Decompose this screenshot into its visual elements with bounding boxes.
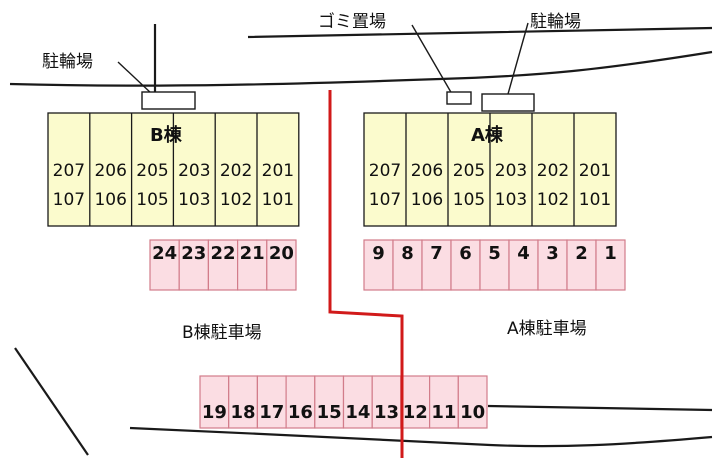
parking-space-number: 18 [231,402,256,423]
unit-number-lower: 105 [453,190,485,210]
parking-space-number: 1 [604,243,617,264]
parking-space-number: 2 [575,243,588,264]
road-bottom-edge [129,426,713,448]
parking-space [508,239,539,291]
parking-space-number: 23 [181,243,206,264]
parking-space-number: 15 [317,402,342,423]
parking-a-label: A棟駐車場 [507,319,587,339]
unit-number-lower: 101 [579,190,611,210]
parking-space [457,375,488,429]
parking-space [314,375,345,429]
leader-bike-left [117,61,153,95]
parking-space-number: 7 [430,243,443,264]
garbage-station [446,91,472,105]
bike-shelter-b [141,91,196,110]
unit-number-upper: 205 [453,161,485,181]
parking-space-number: 13 [374,402,399,423]
parking-space [595,239,626,291]
unit-number-upper: 203 [178,161,210,181]
parking-space [450,239,481,291]
parking-space-number: 5 [488,243,501,264]
unit-number-upper: 207 [369,161,401,181]
unit-number-upper: 201 [579,161,611,181]
unit-number-upper: 203 [495,161,527,181]
parking-space [207,239,239,291]
parking-space [429,375,459,429]
parking-space-number: 17 [259,402,284,423]
road-top-edge [247,26,713,39]
bike-shelter-a [481,93,535,112]
unit-number-lower: 101 [262,190,294,210]
unit-number-lower: 105 [136,190,168,210]
unit-number-lower: 106 [94,190,126,210]
unit-number-upper: 207 [53,161,85,181]
parking-b-label: B棟駐車場 [182,323,262,343]
parking-space-number: 19 [202,402,227,423]
unit-number-lower: 103 [495,190,527,210]
parking-space [421,239,452,291]
parking-space-number: 6 [459,243,472,264]
parking-space [342,375,373,429]
building-b-label: B棟 [150,124,183,146]
road-bottom-right [487,404,713,412]
parking-space-number: 4 [517,243,530,264]
parking-space-number: 8 [401,243,414,264]
parking-space [479,239,510,291]
parking-space [285,375,316,429]
parking-space-number: 16 [288,402,313,423]
unit-number-lower: 102 [220,190,252,210]
unit-number-upper: 206 [411,161,443,181]
parking-space-number: 12 [403,402,428,423]
unit-number-lower: 106 [411,190,443,210]
parking-space [363,239,394,291]
unit-number-lower: 107 [369,190,401,210]
unit-number-lower: 107 [53,190,85,210]
diagonal-boundary [14,347,89,456]
parking-space-number: 20 [269,243,294,264]
building-b: 207 107 206 106 205 105 203 103 202 102 201 101 [47,112,300,227]
parking-space-number: 14 [345,402,370,423]
parking-space [178,239,209,291]
leader-garbage [411,24,453,95]
parking-space [266,239,297,291]
parking-space [371,375,402,429]
leader-bike-right [507,22,529,95]
parking-space-number: 22 [210,243,235,264]
bike-parking-label-right: 駐輪場 [530,12,581,32]
unit-number-upper: 206 [94,161,126,181]
walkway-route [328,90,404,458]
parking-space [228,375,258,429]
unit-number-upper: 202 [537,161,569,181]
parking-space [537,239,568,291]
parking-space-number: 10 [460,402,485,423]
parking-space-number: 21 [240,243,265,264]
parking-space [392,239,423,291]
parking-space-number: 24 [152,243,177,264]
unit-number-upper: 201 [262,161,294,181]
road-main-edge [9,50,713,87]
parking-space-number: 11 [431,402,456,423]
road-lines [9,24,713,456]
unit-number-upper: 202 [220,161,252,181]
bike-parking-label-left: 駐輪場 [42,52,93,72]
building-a: 207 107 206 106 205 105 203 103 202 102 201 101 [363,112,617,227]
parking-space [400,375,431,429]
unit-number-lower: 102 [537,190,569,210]
parking-space-number: 3 [546,243,559,264]
unit-number-lower: 103 [178,190,210,210]
parking-space-number: 9 [372,243,385,264]
leader-lines [117,22,529,95]
garbage-area-label: ゴミ置場 [318,11,386,32]
building-a-label: A棟 [471,124,504,146]
unit-number-upper: 205 [136,161,168,181]
parking-space [199,375,230,429]
